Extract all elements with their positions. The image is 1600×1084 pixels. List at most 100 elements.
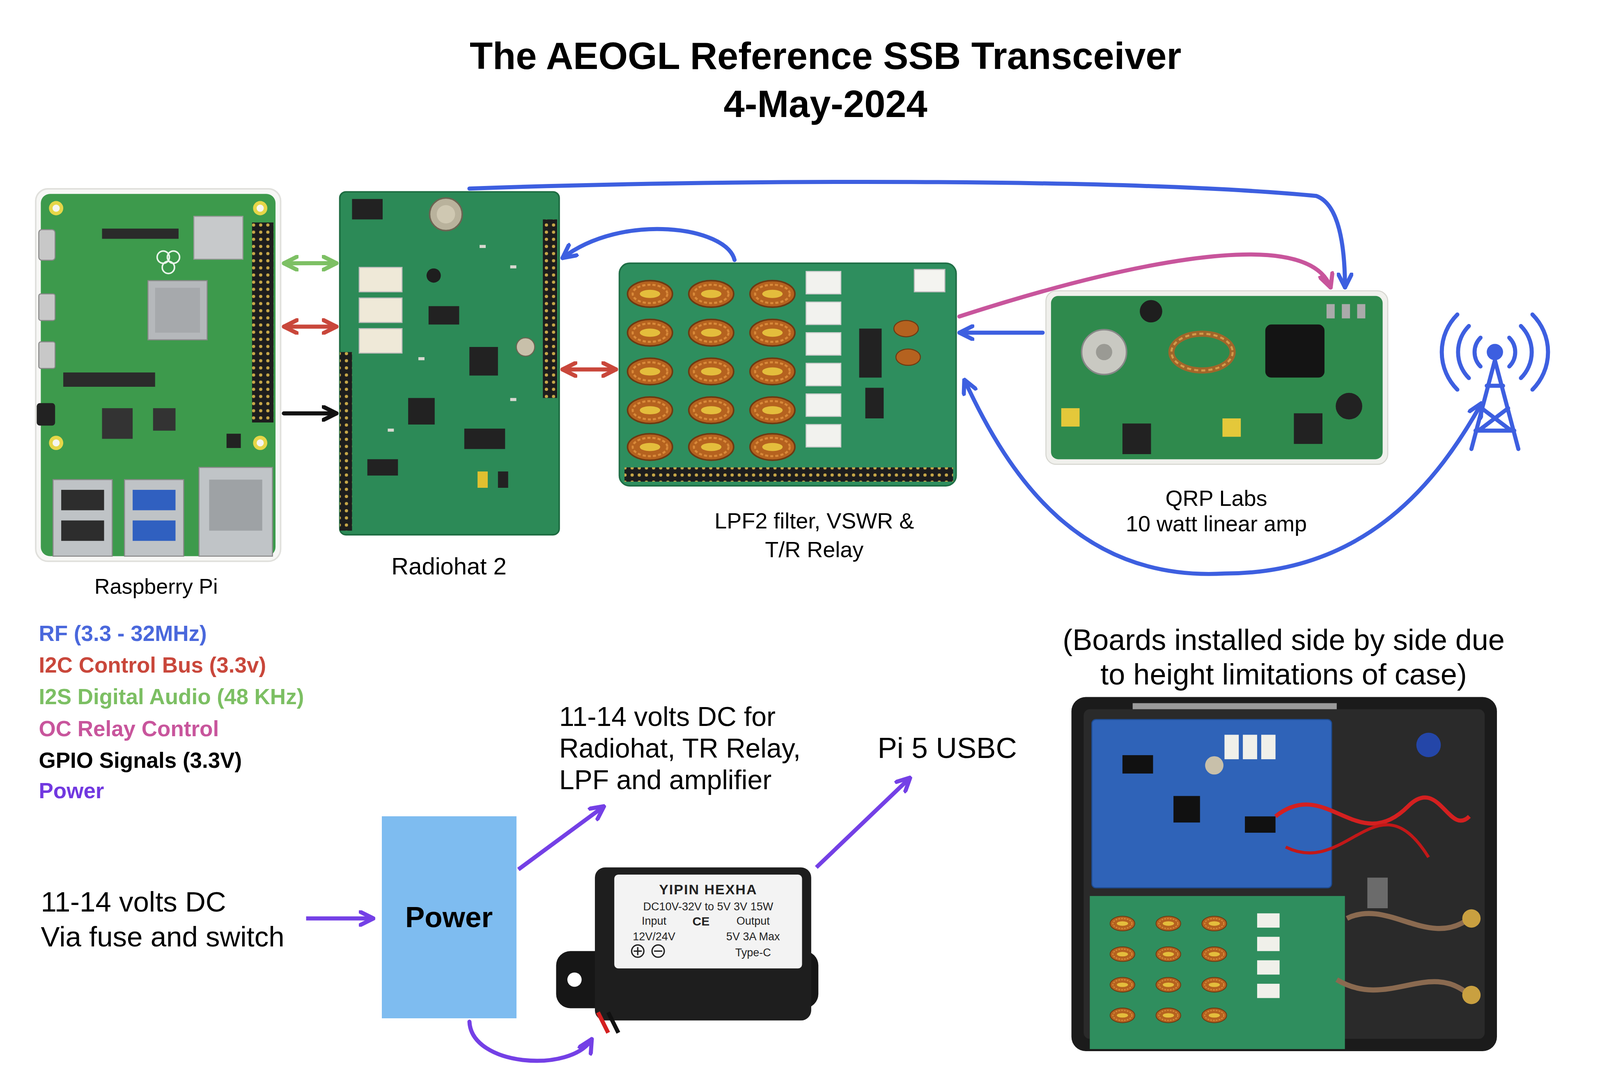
- case-photo-part: [1257, 960, 1280, 975]
- case-photo-part: [1242, 734, 1258, 760]
- raspberry-pi-board-part: [155, 287, 200, 333]
- lpf-board-part: [627, 358, 673, 385]
- converter-module-part: [654, 950, 663, 952]
- raspberry-pi-board-part: [52, 479, 113, 556]
- lpf-board-part: [624, 467, 953, 482]
- lpf-board-part: [688, 433, 734, 461]
- raspberry-pi-board-part: [61, 520, 104, 542]
- radiohat-board-part: [408, 397, 435, 425]
- case-photo-part: [1122, 755, 1154, 774]
- amplifier-board-part: [1293, 413, 1323, 445]
- rf-antenna-line: [964, 379, 1482, 574]
- lpf-board-part: [865, 387, 884, 419]
- raspberry-pi-board-part: [252, 222, 274, 423]
- converter-module: [556, 867, 819, 1033]
- power-box: Power: [381, 816, 517, 1019]
- amplifier-board-part: [1326, 304, 1335, 319]
- radiohat-board-part: [359, 328, 402, 354]
- radiohat-board-part: [359, 267, 402, 292]
- legend-entry: OC Relay Control: [38, 716, 219, 742]
- amplifier-board-part: [1139, 300, 1163, 323]
- board-node: Raspberry Pi: [35, 188, 281, 562]
- supply-output-arrow: [518, 805, 605, 870]
- case-photo-part: [1091, 719, 1332, 888]
- lpf-board-part: [627, 319, 673, 347]
- radiohat-board-part: [428, 306, 460, 325]
- amplifier-board-part: [1171, 333, 1233, 371]
- lpf-board-part: [750, 433, 795, 461]
- case-photo-part: [1347, 913, 1470, 929]
- radiohat-board-part: [464, 428, 506, 450]
- signal-connector: [959, 330, 1043, 335]
- case-photo-part: [1089, 895, 1345, 1050]
- amplifier-board: [1045, 290, 1388, 465]
- art-shape: [35, 188, 1548, 1052]
- legend-entry: Power: [38, 778, 104, 804]
- usbc-output-arrow: [816, 777, 911, 868]
- amplifier-board-part: [1081, 329, 1127, 375]
- board-caption: 10 watt linear amp: [1125, 510, 1307, 537]
- case-photo-part: [1173, 796, 1201, 823]
- raspberry-pi-board-part: [147, 280, 207, 340]
- lpf-board-part: [750, 280, 795, 308]
- lpf-board-part: [627, 280, 673, 308]
- lpf-board-part: [805, 393, 841, 417]
- case-photo-part: [1201, 977, 1227, 993]
- case-photo: [1071, 696, 1497, 1051]
- signal-connector: [562, 229, 735, 260]
- raspberry-pi-board-part: [252, 435, 268, 450]
- antenna-symbol-part: [1488, 346, 1502, 359]
- case-photo-part: [1156, 915, 1181, 931]
- legend-entry: RF (3.3 - 32MHz): [38, 621, 207, 647]
- supply-input-arrow: [306, 916, 374, 921]
- lpf-board-part: [859, 328, 882, 378]
- signal-connector: [469, 1021, 592, 1061]
- raspberry-pi-board-part: [38, 293, 56, 321]
- radiohat-board-part: [339, 351, 353, 531]
- raspberry-pi-board-part-part: [162, 261, 175, 274]
- case-photo-part: [1156, 977, 1181, 993]
- case-photo-part: [1156, 1007, 1181, 1023]
- lpf-board-part: [805, 332, 841, 356]
- raspberry-pi-board-part: [40, 193, 276, 556]
- case-photo-part: [1071, 696, 1497, 1051]
- radiohat-board-part: [542, 219, 558, 398]
- case-photo-part: [1205, 756, 1224, 775]
- lpf-board-part: [688, 280, 734, 308]
- raspberry-pi-board-part: [35, 188, 281, 562]
- antenna-symbol-part: [1520, 325, 1532, 379]
- raspberry-pi-board: [35, 188, 281, 562]
- radiohat-board-part: [429, 197, 463, 231]
- converter-module-part: [597, 1012, 609, 1033]
- antenna-symbol-part: [1509, 337, 1516, 367]
- lpf-board-part: [627, 397, 673, 424]
- case-photo-part: [1462, 909, 1481, 928]
- converter-print: Output: [736, 915, 770, 928]
- converter-print: Input: [641, 915, 667, 928]
- board-caption: QRP Labs: [1165, 485, 1268, 511]
- raspberry-pi-board-part: [208, 479, 262, 531]
- amplifier-board-part: [1341, 304, 1350, 319]
- radiohat-board: [339, 191, 560, 535]
- case-photo-part: [1201, 915, 1227, 931]
- lpf-board-part: [627, 433, 673, 461]
- case-photo-part: [1244, 816, 1276, 833]
- raspberry-pi-board-part: [256, 204, 264, 212]
- case-photo-part: [1201, 1007, 1227, 1023]
- signal-connector: [959, 254, 1331, 317]
- radiohat-board-part: [351, 199, 383, 220]
- lpf-board-part: [895, 348, 921, 366]
- raspberry-pi-board-part: [36, 403, 56, 426]
- converter-module-part: [608, 1012, 619, 1033]
- legend-entry: I2S Digital Audio (48 KHz): [38, 684, 304, 710]
- case-photo-node: (Boards installed side by side due to he…: [1071, 696, 1497, 1051]
- amplifier-board-part: [1356, 304, 1366, 319]
- radiohat-board-part: [426, 268, 441, 283]
- amplifier-board-part: [1045, 290, 1388, 465]
- raspberry-pi-board-part: [226, 433, 242, 448]
- signal-connector: [562, 367, 617, 372]
- radiohat-board-part: [367, 459, 399, 476]
- case-photo-part: [1201, 946, 1227, 962]
- power-label: Power: [405, 900, 493, 935]
